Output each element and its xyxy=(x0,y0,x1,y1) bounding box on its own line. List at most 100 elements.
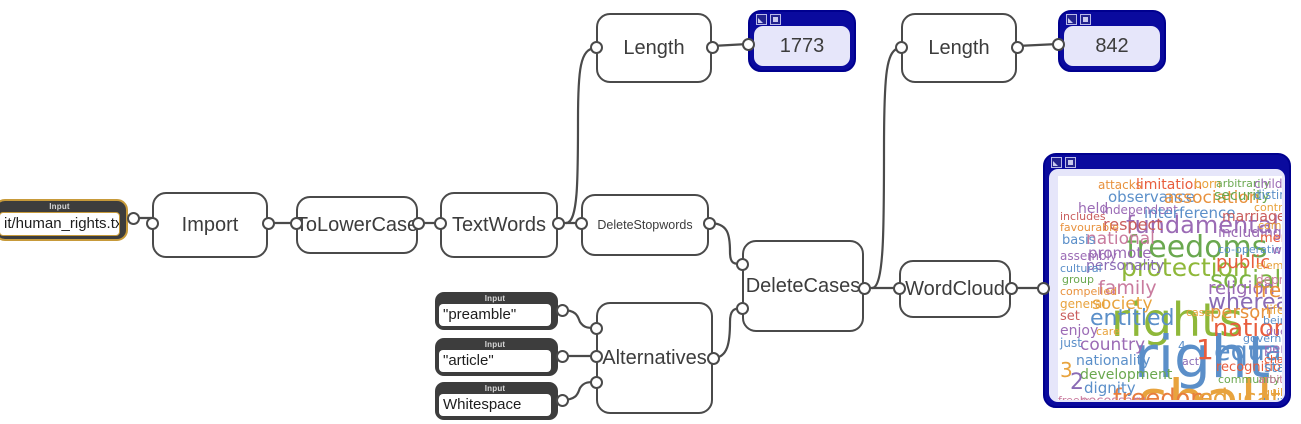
node-textwords[interactable]: TextWords xyxy=(440,192,558,258)
node-tolowercase[interactable]: ToLowerCase xyxy=(296,196,418,254)
output-result-1773[interactable]: 1773 xyxy=(748,10,856,72)
node-deletestopwords[interactable]: DeleteStopwords xyxy=(581,194,709,256)
wordcloud-word: entitled xyxy=(1090,306,1175,331)
wordcloud-word: rights xyxy=(1111,293,1244,347)
output-842-value: 842 xyxy=(1095,34,1129,57)
wordcloud-word: freely xyxy=(1058,395,1089,400)
wordcloud-word: limitation xyxy=(1136,177,1203,193)
resize-handle-icon[interactable] xyxy=(1051,157,1062,168)
port-deletestopwords-out[interactable] xyxy=(703,217,716,230)
wordcloud-word: deprived xyxy=(1256,273,1282,287)
port-alternatives-in-1[interactable] xyxy=(590,322,603,335)
resize-handle-icon[interactable] xyxy=(1066,14,1077,25)
output-wordcloud-titlebar xyxy=(1051,157,1076,168)
output-wordcloud-body: rightsrightshallfreedomsfundamentalprote… xyxy=(1049,169,1285,402)
expand-icon[interactable] xyxy=(1065,157,1076,168)
node-length-top[interactable]: Length xyxy=(596,13,712,83)
node-deletecases-label: DeleteCases xyxy=(745,275,861,297)
wordcloud-word: association xyxy=(1164,188,1260,208)
wordcloud-word: assembly xyxy=(1060,249,1117,263)
wordcloud-word: fundamental xyxy=(1126,211,1279,239)
wordcloud-word: enjoy xyxy=(1060,323,1099,339)
wordcloud-word: whereas xyxy=(1208,290,1282,315)
input-node-article-value[interactable]: "article" xyxy=(439,350,551,372)
port-deletecases-in-1[interactable] xyxy=(736,258,749,271)
node-wordcloud[interactable]: WordCloud xyxy=(899,260,1011,318)
port-length-mid-out[interactable] xyxy=(1011,41,1024,54)
port-tolowercase-out[interactable] xyxy=(412,217,425,230)
port-alternatives-out[interactable] xyxy=(707,352,720,365)
resize-handle-icon[interactable] xyxy=(756,14,767,25)
wordcloud-word: family xyxy=(1098,277,1157,299)
port-import-out[interactable] xyxy=(262,217,275,230)
wordcloud-word: marriage xyxy=(1222,209,1282,225)
port-deletestopwords-in[interactable] xyxy=(575,217,588,230)
input-node-whitespace-value[interactable]: Whitespace xyxy=(439,394,551,416)
port-alternatives-in-2[interactable] xyxy=(590,350,603,363)
port-deletecases-out[interactable] xyxy=(858,282,871,295)
expand-icon[interactable] xyxy=(1080,14,1091,25)
port-result-wordcloud-in[interactable] xyxy=(1037,282,1050,295)
wordcloud-word: compelled xyxy=(1060,285,1118,298)
output-result-842[interactable]: 842 xyxy=(1058,10,1166,72)
input-node-preamble-value[interactable]: "preamble" xyxy=(439,304,551,326)
port-input-article-out[interactable] xyxy=(556,350,569,363)
output-842-body: 842 xyxy=(1064,26,1160,66)
port-input-whitespace-out[interactable] xyxy=(556,394,569,407)
port-length-top-out[interactable] xyxy=(706,41,719,54)
input-node-article[interactable]: Input "article" xyxy=(435,338,558,376)
expand-icon[interactable] xyxy=(770,14,781,25)
wordcloud-word: observance xyxy=(1108,188,1195,206)
port-length-top-in[interactable] xyxy=(590,41,603,54)
input-node-whitespace-caption: Input xyxy=(484,384,506,393)
port-tolowercase-in[interactable] xyxy=(290,217,303,230)
wordcloud-word: shall xyxy=(1138,372,1273,400)
input-node-preamble-caption: Input xyxy=(484,294,506,303)
wordcloud-word: belief xyxy=(1263,397,1282,400)
port-result-842-in[interactable] xyxy=(1052,38,1065,51)
wordcloud-word: recognition xyxy=(1216,360,1282,375)
node-import[interactable]: Import xyxy=(152,192,268,258)
port-alternatives-in-3[interactable] xyxy=(590,376,603,389)
wordcloud-word: free xyxy=(1254,278,1282,302)
port-textwords-out[interactable] xyxy=(552,217,565,230)
wordcloud-word: children xyxy=(1254,177,1282,191)
port-input-file-out[interactable] xyxy=(127,212,140,225)
node-length-mid-label: Length xyxy=(928,37,990,59)
input-node-file-value[interactable]: it/human_rights.txt" xyxy=(0,212,120,236)
wordcloud-word: change xyxy=(1264,353,1282,366)
port-wordcloud-in[interactable] xyxy=(893,282,906,295)
wordcloud-word: nationality xyxy=(1076,353,1151,369)
node-deletestopwords-label: DeleteStopwords xyxy=(597,217,693,232)
wordcloud-word: 4 xyxy=(1178,339,1186,353)
port-result-1773-in[interactable] xyxy=(742,38,755,51)
port-textwords-in[interactable] xyxy=(434,217,447,230)
output-1773-value: 1773 xyxy=(779,34,825,57)
port-deletecases-in-2[interactable] xyxy=(736,302,749,315)
input-node-file-caption: Input xyxy=(49,202,70,211)
port-input-preamble-out[interactable] xyxy=(556,304,569,317)
port-import-in[interactable] xyxy=(146,217,159,230)
wordcloud-word: dignity xyxy=(1084,379,1136,397)
wordcloud-word: general xyxy=(1060,297,1106,311)
wordcloud-word: independent xyxy=(1102,203,1178,217)
input-node-whitespace[interactable]: Input Whitespace xyxy=(435,382,558,420)
output-result-wordcloud[interactable]: rightsrightshallfreedomsfundamentalprote… xyxy=(1043,153,1291,408)
wordcloud-word: personality xyxy=(1086,258,1165,274)
wordcloud-word: 3 xyxy=(1060,358,1073,382)
wordcloud-word: 2 xyxy=(1070,370,1084,395)
node-length-mid[interactable]: Length xyxy=(901,13,1017,83)
wordcloud-word: group xyxy=(1062,273,1094,286)
port-wordcloud-out[interactable] xyxy=(1005,282,1018,295)
wordcloud-word: arbitrarily xyxy=(1216,177,1271,190)
input-node-file[interactable]: Input it/human_rights.txt" xyxy=(0,199,128,241)
wordcloud-word: protection xyxy=(1121,253,1249,282)
wordcloud-word: co-operation xyxy=(1218,243,1282,256)
wordcloud-word: guilty xyxy=(1263,386,1282,399)
node-alternatives[interactable]: Alternatives xyxy=(596,302,713,414)
wordcloud-word: just xyxy=(1060,336,1082,350)
input-node-preamble[interactable]: Input "preamble" xyxy=(435,292,558,330)
node-deletecases[interactable]: DeleteCases xyxy=(742,240,864,332)
port-length-mid-in[interactable] xyxy=(895,41,908,54)
node-tolowercase-label: ToLowerCase xyxy=(295,214,419,236)
